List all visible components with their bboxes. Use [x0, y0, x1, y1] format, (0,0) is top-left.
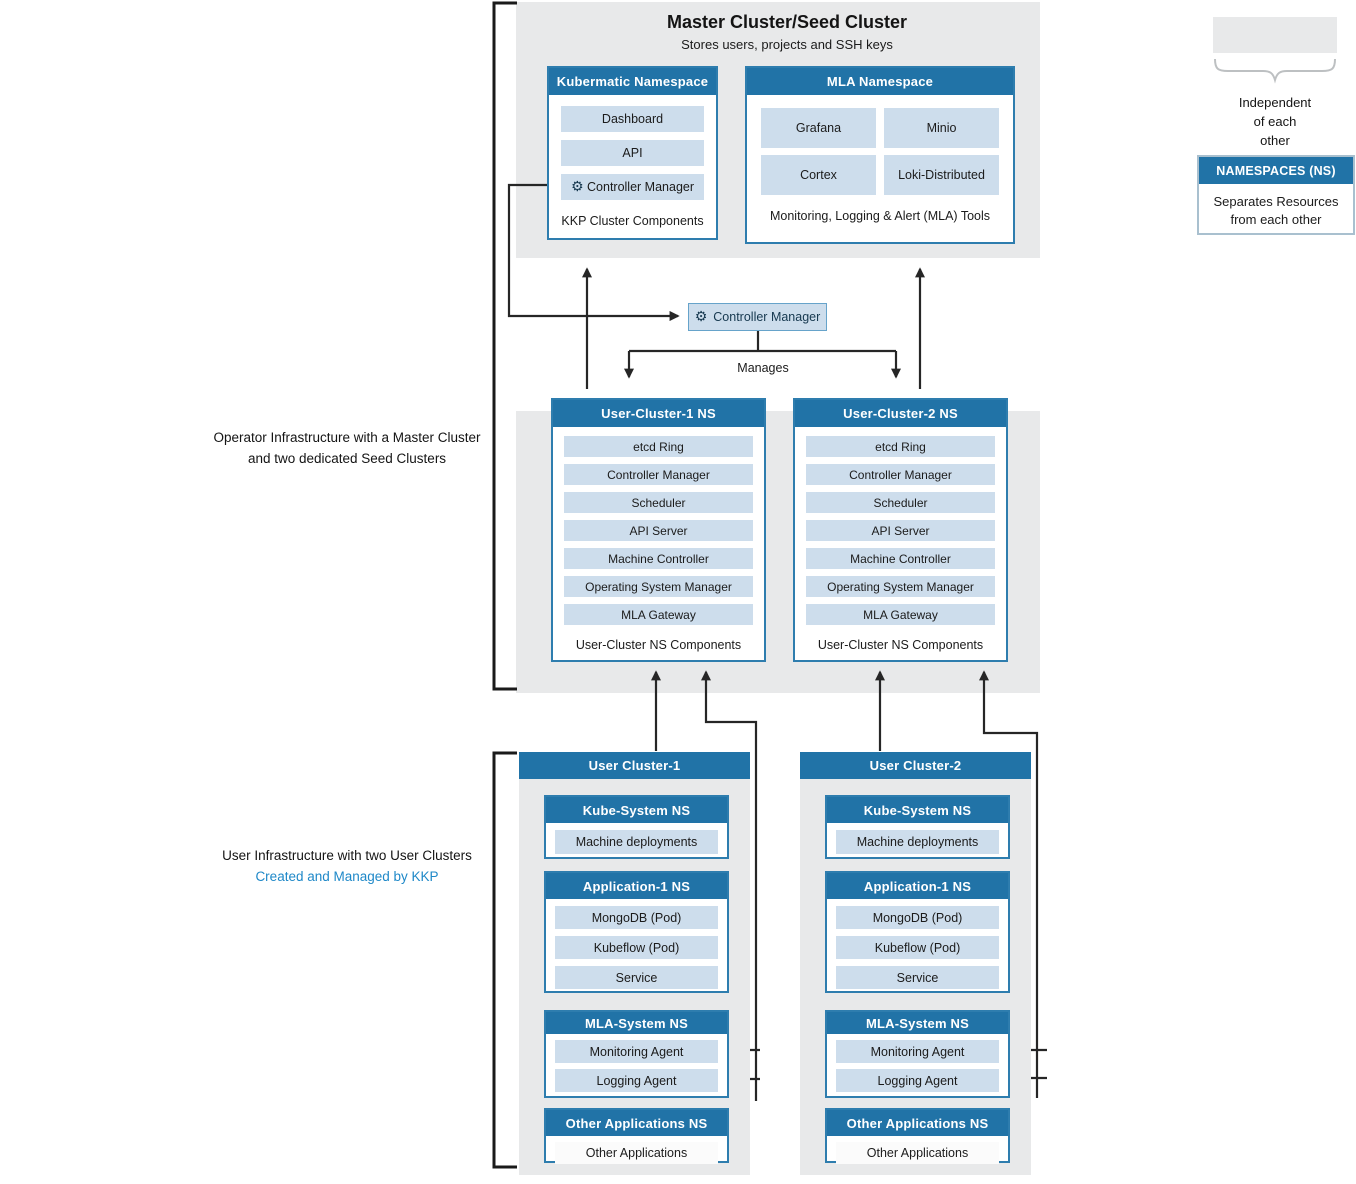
- legend-gray-swatch: [1213, 17, 1337, 53]
- component-row: MLA Gateway: [564, 604, 753, 625]
- uc1-other-apps-panel: Other Applications NS Other Applications: [544, 1108, 729, 1164]
- user-infrastructure-caption: User Infrastructure with two User Cluste…: [187, 846, 507, 888]
- user-cluster-2-ns-panel: User-Cluster-2 NS etcd Ring Controller M…: [793, 398, 1008, 662]
- component-row: Scheduler: [806, 492, 995, 513]
- component-row: Machine deployments: [836, 830, 999, 854]
- uc2-other-apps-header: Other Applications NS: [827, 1110, 1008, 1136]
- uc2-kube-system-header: Kube-System NS: [827, 797, 1008, 823]
- component-row: Other Applications: [836, 1142, 999, 1164]
- operator-bracket: [492, 1, 517, 691]
- master-cluster-title: Master Cluster/Seed Cluster: [666, 12, 908, 32]
- uc1-application-header: Application-1 NS: [546, 873, 727, 899]
- legend-line: of each: [1253, 113, 1297, 129]
- legend-line: from each other: [1230, 212, 1322, 228]
- uc2-mla-system-panel: MLA-System NS Monitoring Agent Logging A…: [825, 1010, 1010, 1098]
- gear-icon: ⚙: [694, 309, 708, 325]
- uc1-mla-system-panel: MLA-System NS Monitoring Agent Logging A…: [544, 1010, 729, 1098]
- component-row: API Server: [564, 520, 753, 541]
- user-cluster-1-ns-header: User-Cluster-1 NS: [553, 400, 764, 427]
- gear-icon: ⚙: [570, 179, 584, 195]
- uc1-kube-system-panel: Kube-System NS Machine deployments: [544, 795, 729, 859]
- component-row: Controller Manager: [564, 464, 753, 485]
- uc1-other-apps-header: Other Applications NS: [546, 1110, 727, 1136]
- uc2-other-apps-panel: Other Applications NS Other Applications: [825, 1108, 1010, 1164]
- component-row-controller-manager: ⚙ Controller Manager: [561, 174, 704, 200]
- component-row: MongoDB (Pod): [836, 906, 999, 929]
- mla-namespace-panel: MLA Namespace Grafana Minio Cortex Loki-…: [745, 66, 1015, 244]
- operator-infrastructure-caption: Operator Infrastructure with a Master Cl…: [187, 428, 507, 470]
- caption-line-kkp: Created and Managed by KKP: [255, 868, 439, 884]
- component-row: Other Applications: [555, 1142, 718, 1164]
- namespaces-legend-header: NAMESPACES (NS): [1199, 157, 1353, 184]
- component-row: Loki-Distributed: [884, 155, 999, 195]
- central-controller-manager: ⚙ Controller Manager: [688, 303, 827, 331]
- uc2-application-panel: Application-1 NS MongoDB (Pod) Kubeflow …: [825, 871, 1010, 993]
- legend-line: other: [1260, 132, 1290, 148]
- controller-manager-label: Controller Manager: [713, 310, 821, 324]
- component-row: Dashboard: [561, 106, 704, 132]
- component-row: Service: [555, 966, 718, 989]
- component-row: Machine Controller: [564, 548, 753, 569]
- manages-label: Manages: [737, 361, 789, 375]
- master-cluster-title-block: Master Cluster/Seed Cluster Stores users…: [530, 12, 1044, 52]
- uc2-kube-system-panel: Kube-System NS Machine deployments: [825, 795, 1010, 859]
- uc1-mla-system-header: MLA-System NS: [546, 1012, 727, 1034]
- component-row-label: Controller Manager: [587, 180, 695, 194]
- component-row: etcd Ring: [806, 436, 995, 457]
- component-row: Grafana: [761, 108, 876, 148]
- component-row: MongoDB (Pod): [555, 906, 718, 929]
- component-row-logging-agent: Logging Agent: [836, 1069, 999, 1092]
- master-cluster-subtitle: Stores users, projects and SSH keys: [681, 37, 893, 52]
- mla-namespace-header: MLA Namespace: [747, 68, 1013, 95]
- uc1-kube-system-header: Kube-System NS: [546, 797, 727, 823]
- uc1-application-panel: Application-1 NS MongoDB (Pod) Kubeflow …: [544, 871, 729, 993]
- component-row: Kubeflow (Pod): [555, 936, 718, 959]
- uc2-application-header: Application-1 NS: [827, 873, 1008, 899]
- legend-line: Independent: [1238, 95, 1312, 110]
- component-row: Cortex: [761, 155, 876, 195]
- component-row-monitoring-agent: Monitoring Agent: [555, 1040, 718, 1063]
- component-row: API: [561, 140, 704, 166]
- component-row: Minio: [884, 108, 999, 148]
- user-cluster-2-header: User Cluster-2: [800, 752, 1031, 779]
- user-cluster-2-ns-footer: User-Cluster NS Components: [817, 638, 984, 652]
- component-row: Operating System Manager: [806, 576, 995, 597]
- user-cluster-1-header: User Cluster-1: [519, 752, 750, 779]
- mla-namespace-footer: Monitoring, Logging & Alert (MLA) Tools: [769, 209, 991, 223]
- component-row-monitoring-agent: Monitoring Agent: [836, 1040, 999, 1063]
- caption-line: Operator Infrastructure with a Master Cl…: [213, 430, 481, 445]
- legend-line: Separates Resources: [1213, 194, 1339, 209]
- component-row: MLA Gateway: [806, 604, 995, 625]
- user-cluster-1-ns-panel: User-Cluster-1 NS etcd Ring Controller M…: [551, 398, 766, 662]
- legend-independent-label: Independent of each other: [1203, 94, 1347, 151]
- namespaces-legend-body: Separates Resources from each other: [1199, 184, 1353, 229]
- component-row: Controller Manager: [806, 464, 995, 485]
- component-row: Service: [836, 966, 999, 989]
- legend-brace: [1214, 58, 1336, 84]
- user-bracket: [492, 751, 517, 1169]
- user-cluster-1-ns-footer: User-Cluster NS Components: [575, 638, 742, 652]
- component-row: Machine Controller: [806, 548, 995, 569]
- component-row-logging-agent: Logging Agent: [555, 1069, 718, 1092]
- kubermatic-namespace-header: Kubermatic Namespace: [549, 68, 716, 95]
- uc2-mla-system-header: MLA-System NS: [827, 1012, 1008, 1034]
- kubermatic-namespace-panel: Kubermatic Namespace Dashboard API ⚙ Con…: [547, 66, 718, 240]
- caption-line: User Infrastructure with two User Cluste…: [222, 848, 472, 863]
- user-cluster-2-ns-header: User-Cluster-2 NS: [795, 400, 1006, 427]
- component-row: Machine deployments: [555, 830, 718, 854]
- component-row: API Server: [806, 520, 995, 541]
- component-row: Kubeflow (Pod): [836, 936, 999, 959]
- namespaces-legend-box: NAMESPACES (NS) Separates Resources from…: [1197, 155, 1355, 235]
- caption-line: and two dedicated Seed Clusters: [247, 450, 447, 466]
- component-row: Scheduler: [564, 492, 753, 513]
- component-row: Operating System Manager: [564, 576, 753, 597]
- kubermatic-namespace-footer: KKP Cluster Components: [561, 214, 704, 228]
- component-row: etcd Ring: [564, 436, 753, 457]
